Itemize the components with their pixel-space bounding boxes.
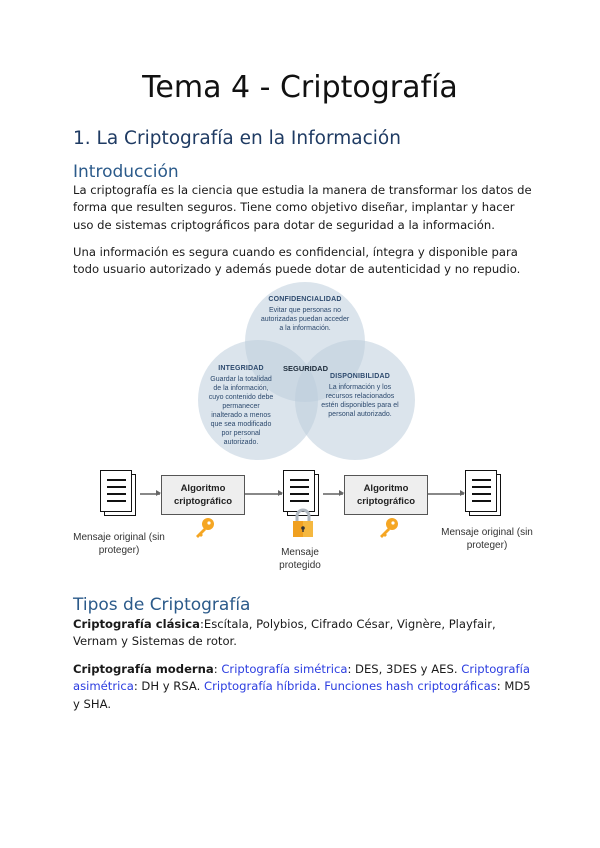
venn-circle-integridad — [198, 340, 318, 460]
moderna-label: Criptografía moderna — [73, 662, 214, 676]
hibrida-text: . — [316, 679, 325, 694]
venn-integridad-body: Guardar la totalidad de la información, … — [208, 376, 274, 446]
separator: : — [213, 662, 222, 676]
label-original-message-2: Mensaje original (sin proteger) — [441, 527, 533, 551]
section-heading: 1. La Criptografía en la Información — [73, 128, 401, 149]
link-criptografia-hibrida[interactable]: Criptografía híbrida — [204, 679, 317, 694]
venn-integridad-title: INTEGRIDAD — [218, 365, 264, 372]
key-icon — [196, 518, 214, 538]
key-icon — [380, 518, 398, 538]
arrow-icon — [245, 490, 283, 496]
document-icon-original — [100, 470, 136, 516]
venn-disponibilidad-title: DISPONIBILIDAD — [330, 373, 390, 380]
link-criptografia-simetrica[interactable]: Criptografía simétrica — [221, 662, 348, 676]
algorithm-box-decrypt: Algoritmo criptográfico — [344, 475, 428, 515]
lock-icon — [293, 508, 313, 537]
venn-confidencialidad-body: Evitar que personas no autorizadas pueda… — [260, 307, 350, 332]
arrow-icon — [140, 490, 161, 496]
asimetrica-text: : DH y RSA. — [133, 679, 205, 694]
venn-center-label: SEGURIDAD — [283, 364, 329, 373]
tipos-heading: Tipos de Criptografía — [73, 595, 251, 615]
venn-disponibilidad-body: La información y los recursos relacionad… — [321, 384, 399, 418]
clasica-paragraph: Criptografía clásica:Escítala, Polybios,… — [73, 616, 533, 651]
clasica-text: :Escítala, Polybios, Cifrado César, Vign… — [73, 617, 496, 649]
venn-confidencialidad: CONFIDENCIALIDAD Evitar que personas no … — [258, 296, 352, 333]
clasica-label: Criptografía clásica — [73, 617, 200, 631]
document-icon-original-2 — [465, 470, 501, 516]
simetrica-text: : DES, 3DES y AES. — [347, 662, 462, 676]
venn-disponibilidad: DISPONIBILIDAD La información y los recu… — [320, 373, 400, 419]
link-funciones-hash[interactable]: Funciones hash criptográficas — [324, 679, 497, 694]
algorithm-box-encrypt: Algoritmo criptográfico — [161, 475, 245, 515]
venn-circle-confidencialidad — [245, 282, 365, 402]
link-criptografia-asimetrica[interactable]: Criptografía asimétrica — [73, 662, 530, 694]
label-protected-message: Mensaje protegido — [279, 547, 321, 571]
label-original-message: Mensaje original (sin proteger) — [73, 532, 165, 556]
intro-paragraph-1: La criptografía es la ciencia que estudi… — [73, 183, 532, 232]
venn-circle-disponibilidad — [295, 340, 415, 460]
arrow-icon — [428, 490, 465, 496]
hash-text: : MD5 y SHA. — [73, 679, 531, 711]
page-title: Tema 4 - Criptografía — [142, 70, 458, 105]
moderna-paragraph: Criptografía moderna: Criptografía simét… — [73, 661, 533, 713]
venn-confidencialidad-title: CONFIDENCIALIDAD — [268, 296, 342, 303]
venn-integridad: INTEGRIDAD Guardar la totalidad de la in… — [206, 365, 276, 447]
intro-paragraph-2: Una información es segura cuando es conf… — [73, 245, 521, 277]
arrow-icon — [323, 490, 344, 496]
intro-heading: Introducción — [73, 162, 179, 182]
